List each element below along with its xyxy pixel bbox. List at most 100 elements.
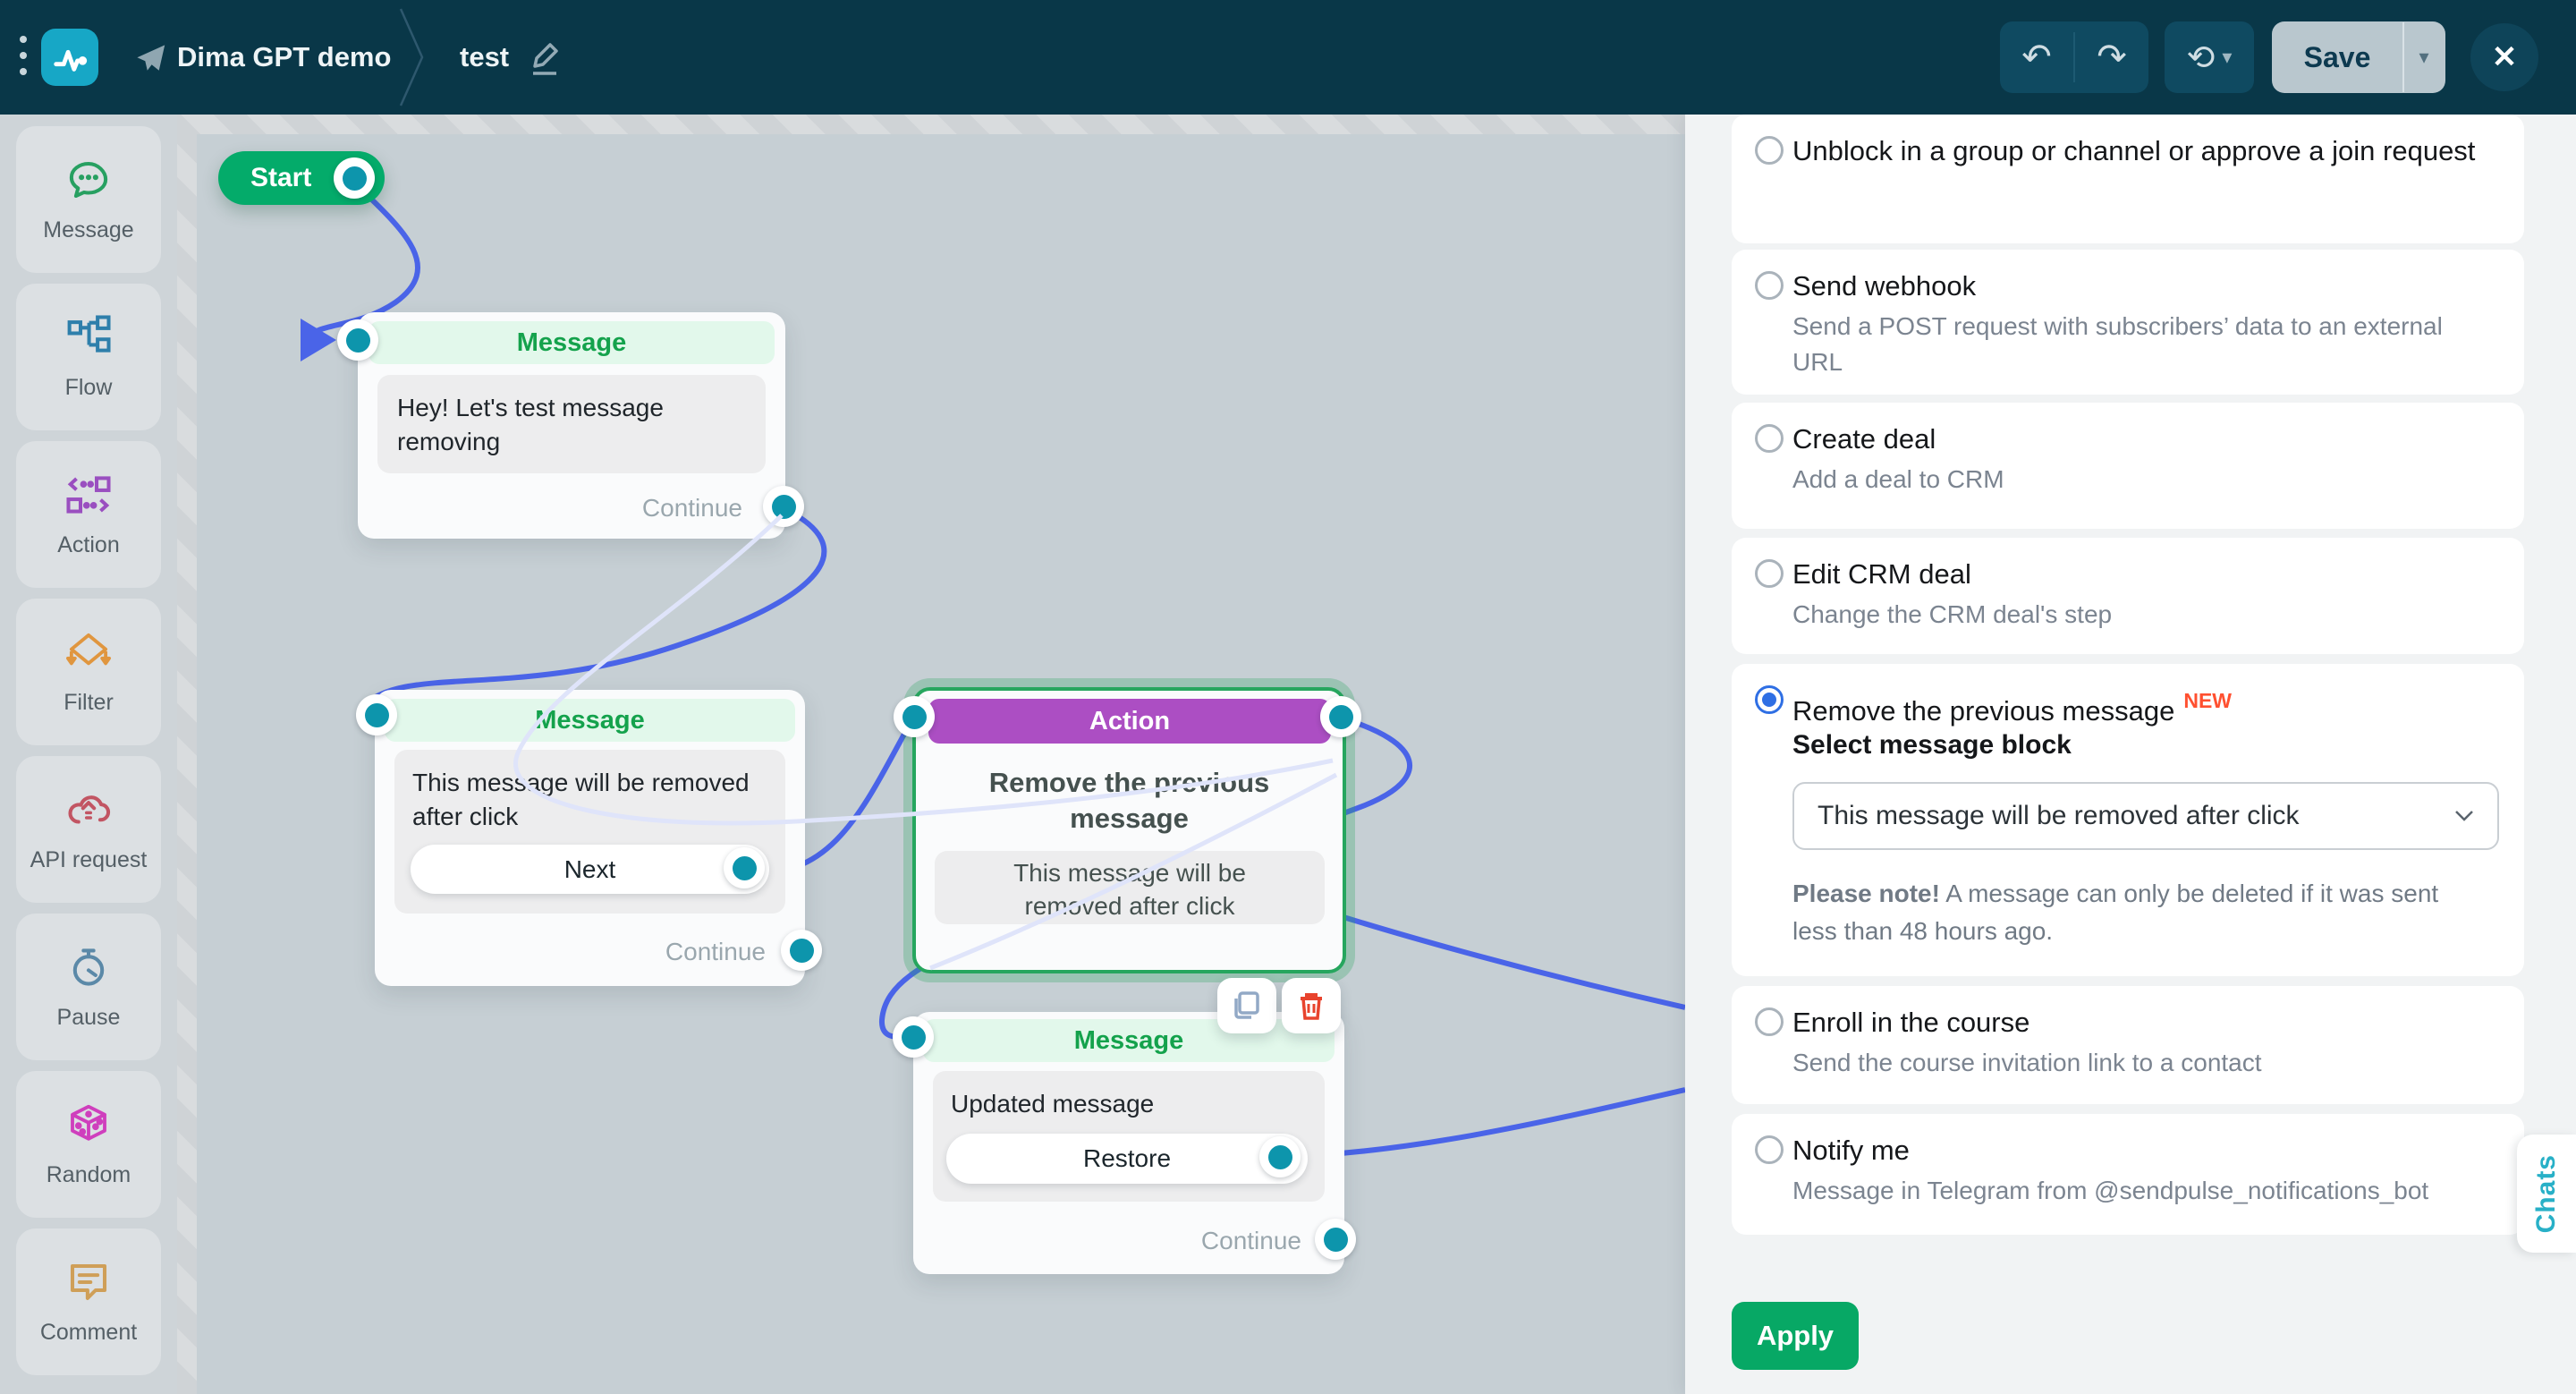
trash-icon (1296, 990, 1326, 1022)
sidebar-item-action[interactable]: Action (16, 441, 161, 588)
select-value: This message will be removed after click (1818, 801, 2300, 831)
option-title: Unblock in a group or channel or approve… (1792, 131, 2497, 172)
start-node[interactable]: Start (218, 151, 385, 205)
message-node-3[interactable]: Message Updated message Restore Continue (913, 1012, 1344, 1274)
option-send-webhook[interactable]: Send webhookSend a POST request with sub… (1732, 250, 2524, 395)
sidebar-item-label: Comment (40, 1320, 137, 1346)
input-port[interactable] (337, 319, 378, 361)
chats-tab-label: Chats (2531, 1154, 2562, 1233)
pulse-icon (49, 37, 90, 78)
sidebar-item-flow[interactable]: Flow (16, 284, 161, 430)
edit-flow-name-icon[interactable] (526, 39, 562, 83)
option-title: Edit CRM deal (1792, 554, 2497, 595)
radio-send-webhook[interactable] (1755, 271, 1784, 300)
option-create-deal[interactable]: Create dealAdd a deal to CRM (1732, 403, 2524, 529)
sidebar-item-random[interactable]: Random (16, 1071, 161, 1218)
input-port[interactable] (894, 696, 935, 737)
history-button[interactable]: ⟲ ▾ (2165, 21, 2254, 93)
continue-label: Continue (665, 938, 766, 966)
note-bold: Please note! (1792, 880, 1940, 907)
sidebar-item-label: Flow (65, 375, 113, 401)
sidebar-item-label: Random (47, 1162, 131, 1188)
option-description: Send the course invitation link to a con… (1792, 1045, 2497, 1081)
chevron-down-icon (2454, 810, 2474, 822)
start-output-port[interactable] (334, 157, 375, 199)
apply-button[interactable]: Apply (1732, 1302, 1859, 1370)
quick-reply-button[interactable]: Restore (946, 1134, 1308, 1184)
save-options-button[interactable]: ▾ (2404, 46, 2444, 69)
sidebar-item-label: Message (43, 217, 133, 243)
blocks-sidebar: MessageFlowActionFilterAPI requestPauseR… (0, 115, 177, 1394)
comment-icon (64, 1258, 113, 1311)
redo-button[interactable]: ↷ (2075, 21, 2148, 93)
continue-label: Continue (1201, 1227, 1301, 1255)
node-header: Action (928, 699, 1331, 744)
message-icon (64, 156, 113, 208)
copy-icon (1231, 990, 1263, 1022)
sidebar-item-api-request[interactable]: API request (16, 756, 161, 903)
action-title: Remove the previous message (916, 765, 1343, 837)
chats-tab[interactable]: Chats (2517, 1135, 2576, 1253)
flow-canvas[interactable]: Start Message Hey! Let's test message re… (177, 115, 1685, 1394)
random-icon (64, 1101, 113, 1153)
app-menu-icon[interactable] (20, 36, 29, 84)
button-port[interactable] (724, 847, 765, 888)
flow-name[interactable]: test (460, 41, 509, 73)
breadcrumb-separator (394, 5, 429, 114)
telegram-icon (134, 43, 166, 78)
option-unblock[interactable]: Unblock in a group or channel or approve… (1732, 115, 2524, 243)
sidebar-item-label: API request (30, 847, 148, 873)
sidebar-item-label: Action (57, 532, 119, 558)
sidebar-item-filter[interactable]: Filter (16, 599, 161, 745)
message-block-select[interactable]: This message will be removed after click (1792, 782, 2499, 850)
radio-create-deal[interactable] (1755, 424, 1784, 453)
sidebar-item-comment[interactable]: Comment (16, 1228, 161, 1375)
output-port[interactable] (1320, 696, 1361, 737)
radio-enroll-course[interactable] (1755, 1007, 1784, 1036)
delete-node-button[interactable] (1282, 978, 1341, 1033)
action-settings-panel: Apply Unblock in a group or channel or a… (1685, 115, 2576, 1394)
node-header: Message (385, 699, 795, 742)
option-remove-previous-message[interactable]: Remove the previous messageNEWSelect mes… (1732, 664, 2524, 976)
input-port[interactable] (356, 694, 397, 735)
save-button[interactable]: Save (2272, 41, 2402, 74)
continue-port[interactable] (763, 486, 804, 527)
radio-unblock[interactable] (1755, 136, 1784, 165)
continue-port[interactable] (781, 930, 822, 971)
option-description: Send a POST request with subscribers’ da… (1792, 309, 2497, 380)
button-port[interactable] (1259, 1136, 1301, 1177)
action-icon (64, 471, 113, 523)
duplicate-node-button[interactable] (1217, 978, 1276, 1033)
api-request-icon (64, 786, 113, 838)
sidebar-item-pause[interactable]: Pause (16, 914, 161, 1060)
continue-port[interactable] (1315, 1219, 1356, 1260)
input-port[interactable] (893, 1016, 934, 1058)
option-notify-me[interactable]: Notify meMessage in Telegram from @sendp… (1732, 1114, 2524, 1235)
history-icon: ⟲ (2187, 38, 2216, 78)
message-text[interactable]: Hey! Let's test message removing (377, 375, 766, 473)
quick-reply-button[interactable]: Next (411, 845, 769, 894)
close-button[interactable]: ✕ (2470, 23, 2538, 91)
option-description: Message in Telegram from @sendpulse_noti… (1792, 1173, 2497, 1209)
message-node-1[interactable]: Message Hey! Let's test message removing… (358, 312, 785, 539)
sidebar-item-label: Pause (57, 1005, 121, 1031)
app-logo[interactable] (41, 29, 98, 86)
top-bar: Dima GPT demo test ↶ ↷ ⟲ ▾ Save ▾ ✕ (0, 0, 2576, 115)
select-message-block-label: Select message block (1792, 730, 2499, 761)
radio-remove-previous-message[interactable] (1755, 685, 1784, 714)
undo-button[interactable]: ↶ (2000, 21, 2073, 93)
option-title: Enroll in the course (1792, 1002, 2497, 1043)
filter-icon (64, 628, 113, 681)
option-title: Notify me (1792, 1130, 2497, 1171)
option-description: Add a deal to CRM (1792, 462, 2497, 497)
radio-edit-crm-deal[interactable] (1755, 559, 1784, 588)
new-badge: NEW (2183, 689, 2232, 712)
option-enroll-course[interactable]: Enroll in the courseSend the course invi… (1732, 986, 2524, 1104)
option-edit-crm-deal[interactable]: Edit CRM dealChange the CRM deal's step (1732, 538, 2524, 654)
sidebar-item-message[interactable]: Message (16, 126, 161, 273)
action-node[interactable]: Action Remove the previous message This … (912, 687, 1346, 973)
radio-notify-me[interactable] (1755, 1135, 1784, 1164)
node-toolbar (1217, 978, 1341, 1033)
message-node-2[interactable]: Message This message will be removed aft… (375, 690, 805, 986)
breadcrumb-project[interactable]: Dima GPT demo (177, 41, 391, 73)
